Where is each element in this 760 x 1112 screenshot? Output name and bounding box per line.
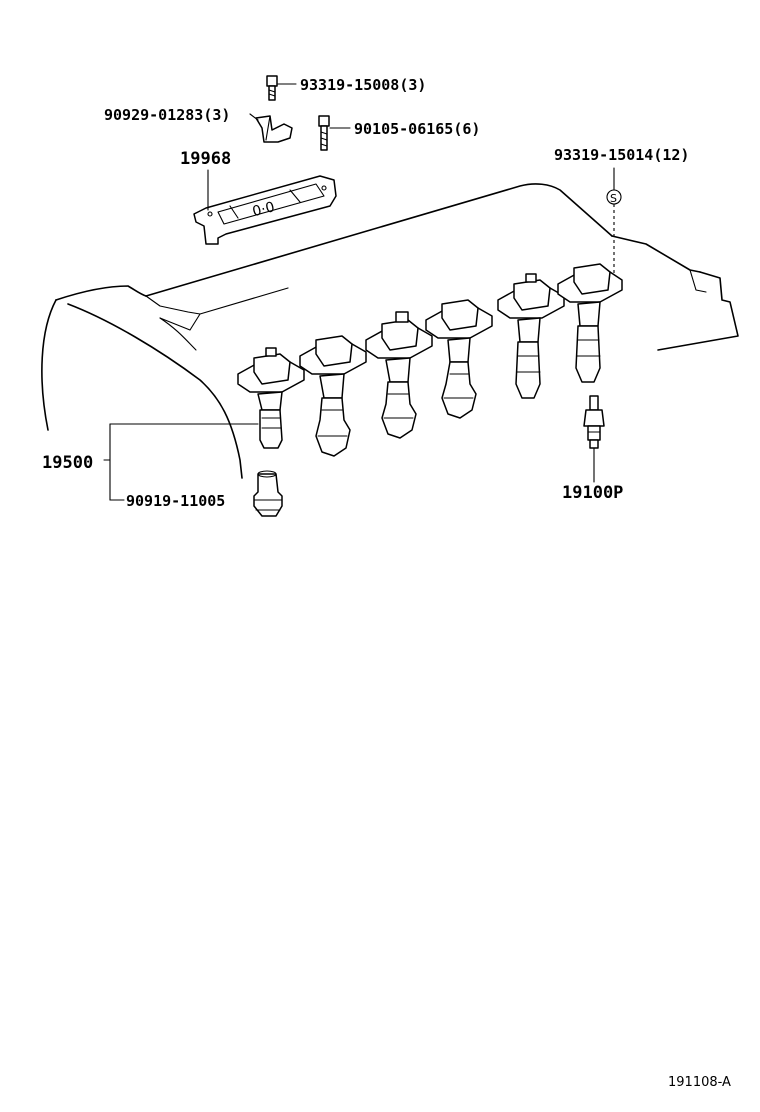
spark-plug [583, 395, 605, 483]
label-93319-15008: 93319-15008(3) [300, 76, 426, 94]
engine-cover-outline [41, 183, 739, 479]
leader-19500 [103, 423, 259, 501]
ignition-coil-6 [557, 263, 623, 383]
ignition-coil-1 [237, 347, 305, 449]
label-90929-01283: 90929-01283(3) [104, 106, 230, 124]
bolt-90105-06165 [318, 115, 351, 151]
figure-code: 191108-A [668, 1075, 731, 1090]
bolt-93319-15008 [266, 75, 297, 101]
label-19100P: 19100P [562, 483, 623, 503]
stud-symbol: S [606, 167, 622, 288]
label-93319-15014: 93319-15014(12) [554, 146, 689, 164]
ignition-coil-5 [497, 273, 565, 399]
cover-19968: 0·0 [193, 169, 337, 245]
coil-boot [253, 470, 283, 517]
label-90919-11005: 90919-11005 [126, 492, 225, 510]
stud-symbol-letter: S [610, 192, 617, 205]
label-19500: 19500 [42, 453, 93, 473]
label-19968: 19968 [180, 149, 231, 169]
ignition-coil-4 [425, 299, 493, 419]
svg-text:0·0: 0·0 [251, 199, 276, 220]
label-90105-06165: 90105-06165(6) [354, 120, 480, 138]
ignition-coil-3 [365, 311, 433, 439]
ignition-coil-2 [299, 335, 367, 457]
ignition-coils [237, 263, 623, 457]
bracket-90929-01283 [249, 113, 293, 143]
